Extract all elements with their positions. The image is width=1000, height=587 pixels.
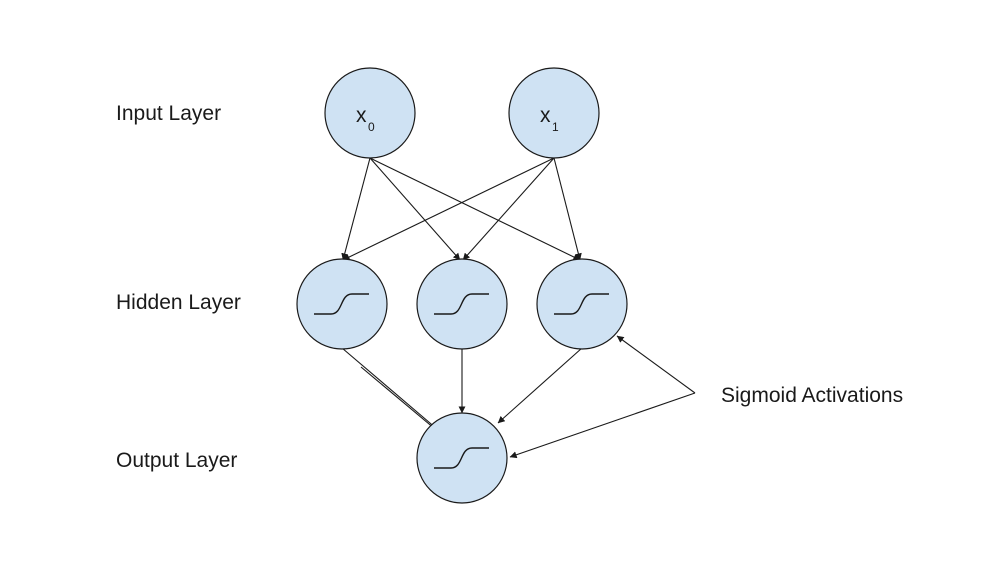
sigmoid-curve-icon bbox=[314, 293, 369, 315]
input-node-circle bbox=[324, 67, 416, 159]
edge-x0-h3 bbox=[369, 157, 581, 261]
input-layer-label: Input Layer bbox=[116, 102, 221, 125]
node-subscript: 1 bbox=[552, 120, 559, 134]
sigmoid-curve-icon bbox=[434, 293, 489, 315]
node-subscript: 0 bbox=[368, 120, 375, 134]
edges-input-to-hidden bbox=[341, 157, 582, 261]
sigmoid-activations-annotation: Sigmoid Activations bbox=[721, 384, 903, 407]
annotation-arrow-hidden bbox=[616, 335, 696, 394]
hidden-node-1 bbox=[296, 258, 388, 350]
annotation-arrow-output bbox=[509, 392, 696, 459]
input-node-x1: x 1 bbox=[508, 67, 600, 159]
sigmoid-curve-icon bbox=[434, 447, 489, 469]
annotation-arrows bbox=[509, 335, 696, 459]
edge-x1-h2 bbox=[462, 157, 555, 261]
edge-h3-out bbox=[497, 347, 583, 424]
output-node bbox=[416, 412, 508, 504]
hidden-node-2 bbox=[416, 258, 508, 350]
edge-x0-h2 bbox=[369, 157, 461, 261]
input-node-circle bbox=[508, 67, 600, 159]
hidden-layer-label: Hidden Layer bbox=[116, 291, 241, 314]
node-variable: x bbox=[356, 104, 367, 127]
node-variable: x bbox=[540, 104, 551, 127]
edges-hidden-to-output bbox=[341, 347, 583, 430]
edge-x0-h1 bbox=[341, 157, 371, 261]
output-layer-label: Output Layer bbox=[116, 449, 237, 472]
edge-h1-out-double bbox=[360, 366, 436, 430]
input-node-x0: x 0 bbox=[324, 67, 416, 159]
edge-x1-h1 bbox=[342, 157, 555, 261]
edge-h1-out bbox=[341, 347, 438, 430]
hidden-node-3 bbox=[536, 258, 628, 350]
sigmoid-curve-icon bbox=[554, 293, 609, 315]
edge-x1-h3 bbox=[553, 157, 582, 261]
